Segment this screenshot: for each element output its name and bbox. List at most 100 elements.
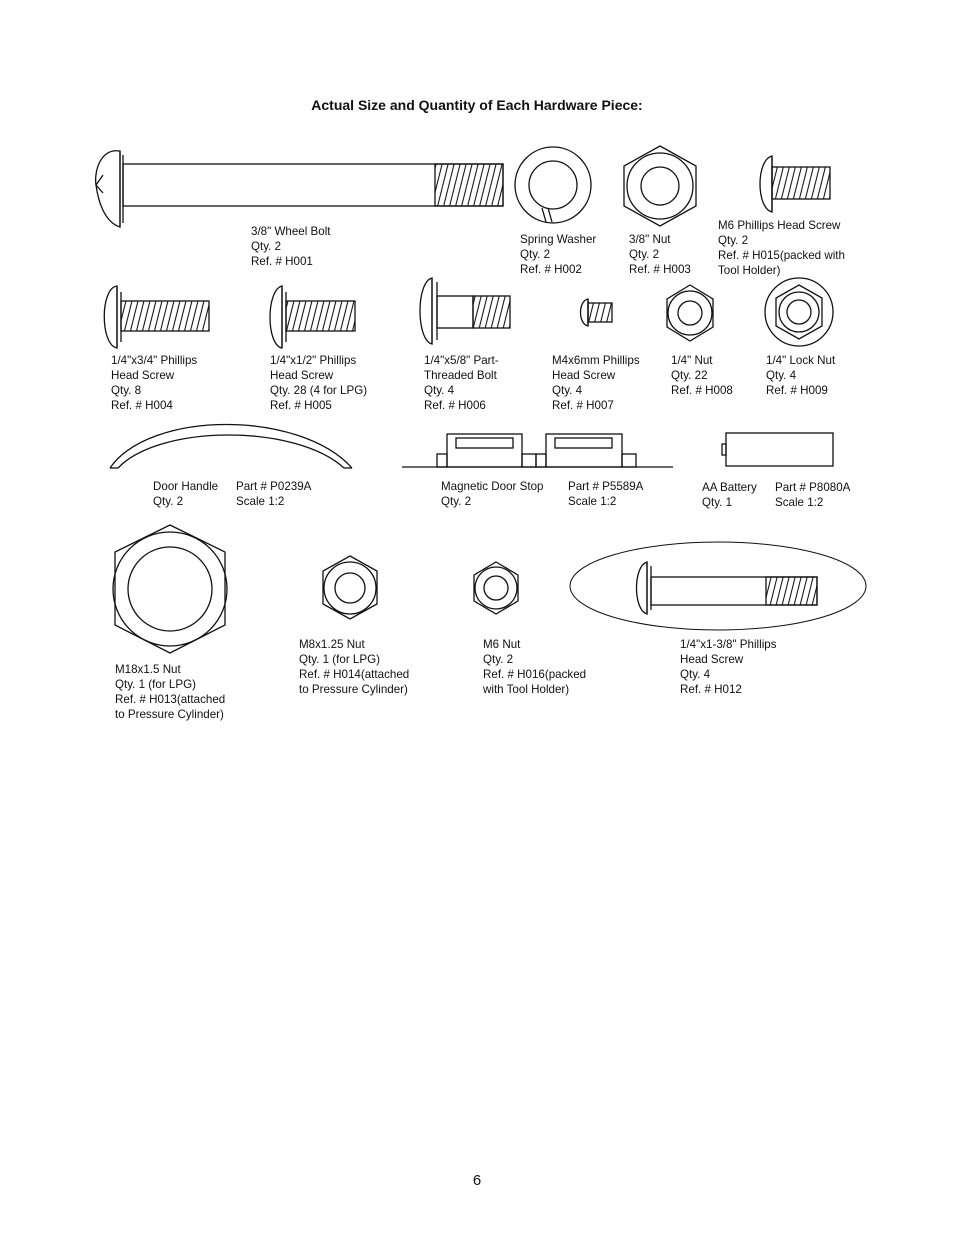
h006-name: 1/4"x5/8" Part-: [424, 354, 499, 367]
screw-h007-drawing: [579, 298, 613, 327]
lock-nut-h009-drawing: [764, 277, 834, 347]
h006-qty: Qty. 4: [424, 384, 455, 397]
door-handle-drawing: [109, 423, 353, 469]
label-h009: 1/4" Lock Nut Qty. 4 Ref. # H009: [766, 353, 835, 398]
label-p5589a: Magnetic Door Stop Part # P5589A Qty. 2 Sc…: [441, 479, 643, 509]
label-h007: M4x6mm Phillips Head Screw Qty. 4 Ref. #…: [552, 353, 640, 413]
p5589a-scale: Scale 1:2: [568, 495, 617, 508]
h006-ref: Ref. # H006: [424, 399, 486, 412]
label-h006: 1/4"x5/8" Part- Threaded Bolt Qty. 4 Ref…: [424, 353, 499, 413]
h015-ref: Ref. # H015(packed with: [718, 249, 845, 262]
p8080a-name: AA Battery: [702, 481, 757, 494]
label-h015: M6 Phillips Head Screw Qty. 2 Ref. # H01…: [718, 218, 845, 278]
h002-qty: Qty. 2: [520, 248, 551, 261]
h016-qty: Qty. 2: [483, 653, 514, 666]
label-p8080a: AA Battery Part # P8080A Qty. 1 Scale 1:2: [702, 480, 850, 510]
aa-battery-drawing: [721, 432, 834, 467]
h009-qty: Qty. 4: [766, 369, 797, 382]
h004-qty: Qty. 8: [111, 384, 142, 397]
h014-name: M8x1.25 Nut: [299, 638, 365, 651]
h012-ref: Ref. # H012: [680, 683, 742, 696]
label-h002: Spring Washer Qty. 2 Ref. # H002: [520, 232, 596, 277]
h002-name: Spring Washer: [520, 233, 597, 246]
h008-qty: Qty. 22: [671, 369, 708, 382]
h015-name: M6 Phillips Head Screw: [718, 219, 841, 232]
screw-h004-drawing: [103, 285, 210, 349]
page-title: Actual Size and Quantity of Each Hardwar…: [311, 97, 643, 113]
spring-washer-drawing: [514, 146, 592, 224]
label-h001: 3/8" Wheel Bolt Qty. 2 Ref. # H001: [251, 224, 331, 269]
screw-h005-drawing: [269, 285, 356, 349]
label-p0239a: Door Handle Part # P0239A Qty. 2 Scale 1:2: [153, 479, 311, 509]
h013-ref-cont: to Pressure Cylinder): [115, 708, 224, 721]
h014-ref-cont: to Pressure Cylinder): [299, 683, 408, 696]
page-number: 6: [472, 1172, 482, 1189]
p5589a-qty: Qty. 2: [441, 495, 472, 508]
p8080a-scale: Scale 1:2: [775, 496, 824, 509]
wheel-bolt-drawing: [94, 150, 504, 228]
h015-ref-cont: Tool Holder): [718, 264, 781, 277]
h007-name: M4x6mm Phillips: [552, 354, 640, 367]
p0239a-part: Part # P0239A: [236, 480, 312, 493]
h003-name: 3/8" Nut: [629, 233, 671, 246]
h015-qty: Qty. 2: [718, 234, 749, 247]
label-h005: 1/4"x1/2" Phillips Head Screw Qty. 28 (4…: [270, 353, 367, 413]
h004-name-cont: Head Screw: [111, 369, 175, 382]
nut-h013-drawing: [112, 524, 228, 654]
p0239a-name: Door Handle: [153, 480, 219, 493]
screw-h012-drawing: [569, 541, 867, 631]
h002-ref: Ref. # H002: [520, 263, 582, 276]
h008-ref: Ref. # H008: [671, 384, 733, 397]
h005-ref: Ref. # H005: [270, 399, 332, 412]
h012-name: 1/4"x1-3/8" Phillips: [680, 638, 777, 651]
p5589a-name: Magnetic Door Stop: [441, 480, 544, 493]
p8080a-part: Part # P8080A: [775, 481, 851, 494]
p0239a-scale: Scale 1:2: [236, 495, 285, 508]
h001-ref: Ref. # H001: [251, 255, 313, 268]
label-h014: M8x1.25 Nut Qty. 1 (for LPG) Ref. # H014…: [299, 637, 409, 697]
h004-name: 1/4"x3/4" Phillips: [111, 354, 198, 367]
h016-name: M6 Nut: [483, 638, 521, 651]
label-h013: M18x1.5 Nut Qty. 1 (for LPG) Ref. # H013…: [115, 662, 225, 722]
h014-ref: Ref. # H014(attached: [299, 668, 410, 681]
label-h008: 1/4" Nut Qty. 22 Ref. # H008: [671, 353, 733, 398]
m6-screw-drawing: [759, 155, 831, 213]
label-h004: 1/4"x3/4" Phillips Head Screw Qty. 8 Ref…: [111, 353, 197, 413]
p8080a-qty: Qty. 1: [702, 496, 733, 509]
h005-name-cont: Head Screw: [270, 369, 334, 382]
h016-ref: Ref. # H016(packed: [483, 668, 587, 681]
label-h016: M6 Nut Qty. 2 Ref. # H016(packed with To…: [483, 637, 586, 697]
h007-ref: Ref. # H007: [552, 399, 614, 412]
h003-ref: Ref. # H003: [629, 263, 691, 276]
h005-qty: Qty. 28 (4 for LPG): [270, 384, 368, 397]
bolt-h006-drawing: [419, 277, 511, 345]
h012-qty: Qty. 4: [680, 668, 711, 681]
label-h012: 1/4"x1-3/8" Phillips Head Screw Qty. 4 R…: [680, 637, 777, 697]
h005-name: 1/4"x1/2" Phillips: [270, 354, 357, 367]
p0239a-qty: Qty. 2: [153, 495, 184, 508]
magnetic-door-stop-drawing: [402, 433, 673, 468]
h014-qty: Qty. 1 (for LPG): [299, 653, 380, 666]
h006-name-cont: Threaded Bolt: [424, 369, 497, 382]
h009-ref: Ref. # H009: [766, 384, 828, 397]
h001-qty: Qty. 2: [251, 240, 282, 253]
nut-h014-drawing: [322, 555, 378, 620]
h013-qty: Qty. 1 (for LPG): [115, 678, 196, 691]
h001-name: 3/8" Wheel Bolt: [251, 225, 331, 238]
nut-h008-drawing: [666, 284, 714, 342]
label-h003: 3/8" Nut Qty. 2 Ref. # H003: [629, 232, 691, 277]
nut-38-drawing: [623, 145, 697, 227]
nut-h016-drawing: [473, 561, 519, 615]
h009-name: 1/4" Lock Nut: [766, 354, 836, 367]
h013-name: M18x1.5 Nut: [115, 663, 181, 676]
h007-qty: Qty. 4: [552, 384, 583, 397]
h007-name-cont: Head Screw: [552, 369, 616, 382]
h003-qty: Qty. 2: [629, 248, 660, 261]
h004-ref: Ref. # H004: [111, 399, 173, 412]
p5589a-part: Part # P5589A: [568, 480, 644, 493]
h016-ref-cont: with Tool Holder): [483, 683, 570, 696]
h013-ref: Ref. # H013(attached: [115, 693, 226, 706]
h008-name: 1/4" Nut: [671, 354, 713, 367]
h012-name-cont: Head Screw: [680, 653, 744, 666]
